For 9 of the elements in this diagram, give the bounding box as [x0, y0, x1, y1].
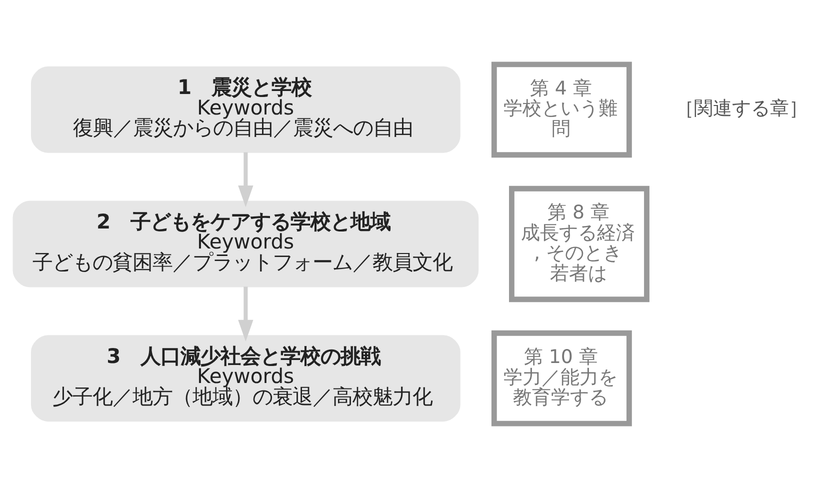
node-box: 3 人口減少社会と学校の挑戦 Keywords 少子化／地方（地域）の衰退／高校魅力化: [30, 335, 460, 422]
node-box: 1 震災と学校 Keywords 復興／震災からの自由／震災への自由: [30, 66, 460, 153]
node-box: 2 子どもをケアする学校と地域 Keywords 子どもの貧困率／プラットフォーム／教員文化: [12, 200, 479, 288]
node-box: 第 8 章 成長する経済, そのとき若者は: [509, 186, 650, 302]
node-box: 第 4 章 学校という難問: [491, 62, 632, 158]
label: ［関連する章］: [674, 98, 808, 120]
node-box: 第 10 章 学力／能力を教育学する: [491, 330, 632, 426]
arrow: [238, 152, 254, 208]
arrow: [238, 286, 254, 342]
